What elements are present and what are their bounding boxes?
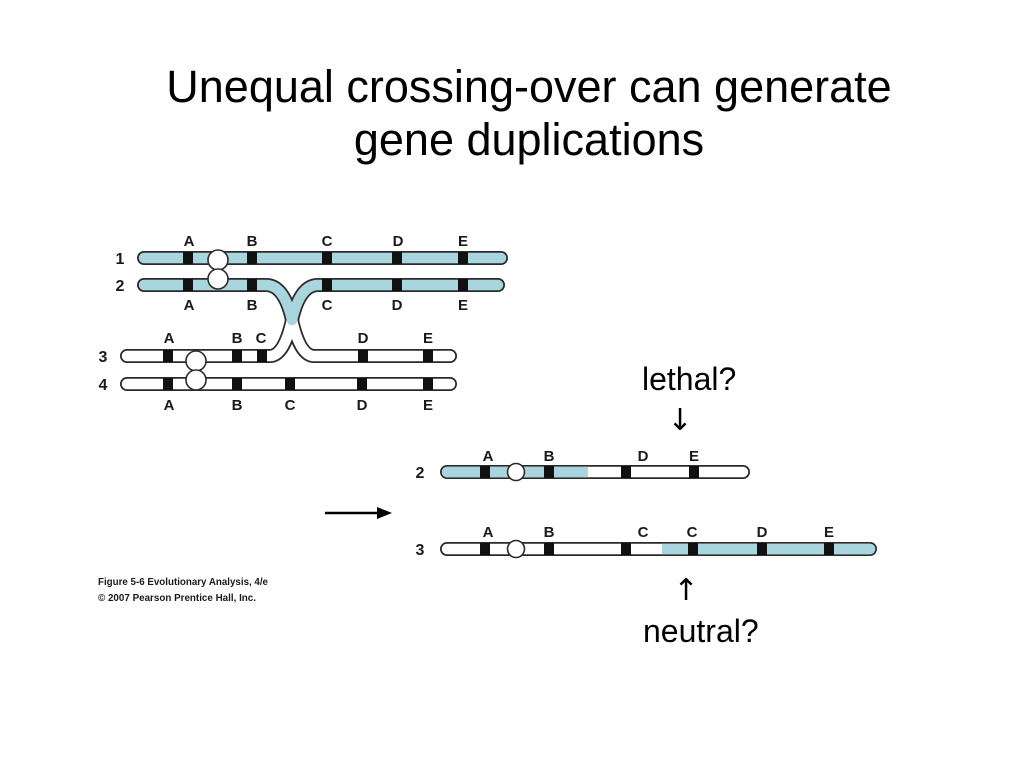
chromosome-number: 2 (116, 278, 125, 295)
crossover-diagram: 1 2 3 4 A B C D E A B C D E A B C D E A … (99, 233, 508, 414)
chromosome-2-markers (183, 279, 468, 291)
gene-marker (183, 252, 193, 264)
up-arrow-icon: ↑ (673, 573, 698, 608)
gene-label: C (322, 297, 333, 314)
gene-marker (480, 466, 490, 478)
result-chromosome-2-cap (441, 466, 453, 478)
gene-marker (322, 252, 332, 264)
title-line-1: Unequal crossing-over can generate (166, 61, 891, 112)
gene-label: A (164, 397, 175, 414)
figure-caption: Figure 5-6 Evolutionary Analysis, 4/e © … (98, 577, 268, 604)
gene-marker (688, 543, 698, 555)
gene-marker (480, 543, 490, 555)
centromere (207, 268, 229, 290)
annotations: lethal? ↓ ↑ neutral? (642, 361, 759, 649)
gene-marker (458, 279, 468, 291)
gene-label: E (423, 330, 433, 347)
result-chromosome-3-markers (480, 543, 834, 555)
gene-label: E (458, 233, 468, 250)
gene-label: D (358, 330, 369, 347)
result-diagram: 2 3 A B D E A B C C D E (416, 448, 877, 559)
gene-marker (322, 279, 332, 291)
centromere (506, 462, 526, 482)
gene-label: C (322, 233, 333, 250)
gene-marker (285, 378, 295, 390)
gene-marker (247, 279, 257, 291)
gene-label: D (757, 524, 768, 541)
result-chromosome-3-cap (864, 543, 876, 555)
result-chromosome-2-markers (480, 466, 699, 478)
gene-label: A (483, 524, 494, 541)
chromosome-3-markers (163, 350, 433, 362)
gene-marker (247, 252, 257, 264)
right-arrow-icon (325, 507, 392, 519)
gene-label: D (392, 297, 403, 314)
gene-marker (621, 543, 631, 555)
gene-label: E (458, 297, 468, 314)
gene-marker (689, 466, 699, 478)
gene-label: E (824, 524, 834, 541)
down-arrow-icon: ↓ (667, 403, 692, 438)
gene-label: B (247, 297, 258, 314)
chromosome-1-markers (183, 252, 468, 264)
gene-label: A (184, 233, 195, 250)
neutral-label: neutral? (643, 613, 759, 649)
gene-marker (392, 252, 402, 264)
gene-marker (232, 378, 242, 390)
gene-marker (544, 543, 554, 555)
gene-label: C (285, 397, 296, 414)
gene-label: B (544, 448, 555, 465)
slide-title: Unequal crossing-over can generate gene … (166, 61, 891, 165)
gene-marker (423, 350, 433, 362)
gene-label: E (423, 397, 433, 414)
gene-label: D (638, 448, 649, 465)
gene-marker (358, 350, 368, 362)
gene-marker (423, 378, 433, 390)
title-line-2: gene duplications (354, 114, 704, 165)
centromere (506, 539, 526, 559)
gene-label: A (184, 297, 195, 314)
gene-marker (824, 543, 834, 555)
lethal-label: lethal? (642, 361, 736, 397)
gene-marker (392, 279, 402, 291)
chromosome-2 (138, 279, 504, 326)
gene-marker (183, 279, 193, 291)
chromosome-number: 2 (416, 465, 425, 482)
centromere (185, 350, 207, 372)
gene-label: D (393, 233, 404, 250)
gene-marker (163, 350, 173, 362)
gene-marker (621, 466, 631, 478)
gene-label: A (483, 448, 494, 465)
gene-marker (458, 252, 468, 264)
gene-label: B (232, 397, 243, 414)
centromere (185, 369, 207, 391)
caption-line-1: Figure 5-6 Evolutionary Analysis, 4/e (98, 577, 268, 588)
gene-marker (757, 543, 767, 555)
centromere (207, 249, 229, 271)
gene-label: A (164, 330, 175, 347)
gene-label: C (256, 330, 267, 347)
gene-marker (232, 350, 242, 362)
chromosome-number: 1 (116, 251, 125, 268)
gene-label: C (687, 524, 698, 541)
gene-label: C (638, 524, 649, 541)
chromosome-number: 4 (99, 377, 108, 394)
gene-label: E (689, 448, 699, 465)
gene-label: B (544, 524, 555, 541)
caption-line-2: © 2007 Pearson Prentice Hall, Inc. (98, 593, 256, 604)
gene-label: D (357, 397, 368, 414)
gene-marker (357, 378, 367, 390)
gene-marker (257, 350, 267, 362)
chromosome-number: 3 (416, 542, 425, 559)
chromosome-number: 3 (99, 349, 108, 366)
gene-label: B (232, 330, 243, 347)
gene-label: B (247, 233, 258, 250)
chromosome-4-markers (163, 378, 433, 390)
gene-marker (163, 378, 173, 390)
gene-marker (544, 466, 554, 478)
